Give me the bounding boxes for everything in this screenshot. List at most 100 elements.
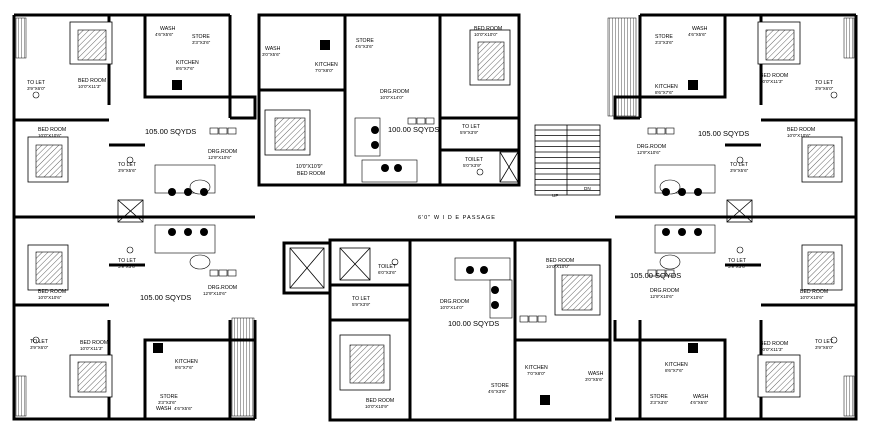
room-name: TO LET (27, 80, 46, 86)
room-dim: 4'6"X5'6" (688, 32, 707, 37)
room-dim: 10'0"X10'0" (546, 264, 570, 269)
room-dim: 10'0"X11'3" (80, 346, 103, 351)
room-dim: 8'6"X7'6" (176, 66, 195, 71)
room-name: DRG.ROOM (208, 285, 237, 291)
room-dim: 12'9"X10'6" (203, 291, 227, 296)
cupboard-block (416, 117, 426, 125)
room-dim: 3'9"X6'0" (30, 345, 49, 350)
room-name: BED ROOM (760, 341, 788, 347)
room-dim: 4'6"X5'6" (690, 400, 709, 405)
passage-label: 6'0" W I D E PASSAGE (418, 215, 496, 221)
room-name: BED ROOM (800, 289, 828, 295)
room-name: DRG.ROOM (637, 144, 666, 150)
room-name: WASH (693, 394, 709, 400)
room-dim: 10'0"X10'6" (787, 133, 811, 138)
room-labels: WASH 4'6"X5'6" STORE 3'3"X3'6" KITCHEN 8… (27, 26, 834, 412)
room-dim: 12'9"X10'6" (637, 150, 661, 155)
room-name: BED ROOM (80, 340, 108, 346)
room-dim: 3'9"X6'0" (815, 86, 834, 91)
room-name: STORE (356, 38, 374, 44)
cupboard-block (227, 127, 237, 135)
room-dim: 5'9"X3'9" (460, 130, 479, 135)
room-dim: 3'9"X5'6" (118, 264, 137, 269)
room-dim: 10'0"X14'0" (380, 95, 404, 100)
area-label-tl: 105.00 SQYDS (145, 127, 196, 136)
room-name: BED ROOM (546, 258, 574, 264)
room-dim: 10'0"X10'6" (800, 295, 824, 300)
room-name: BED ROOM (38, 289, 66, 295)
area-label-tr: 105.00 SQYDS (698, 129, 749, 138)
cupboard-block (425, 117, 435, 125)
room-name: TO LET (118, 162, 137, 168)
room-name: BED ROOM (474, 26, 502, 32)
room-dim: 7'0"X8'0" (527, 371, 546, 376)
room-dim: 12'9"X10'6" (650, 294, 674, 299)
room-dim: 10'0"X14'0" (440, 305, 464, 310)
room-name: DRG.ROOM (440, 299, 469, 305)
room-name: DRG.ROOM (650, 288, 679, 294)
cupboard-block (665, 269, 675, 277)
room-dim: 10'0"X10'0" (474, 32, 498, 37)
room-dim: 3'9"X5'6" (730, 168, 749, 173)
area-label-bl: 105.00 SQYDS (140, 293, 191, 302)
cupboard-block (407, 117, 417, 125)
room-name: KITCHEN (176, 60, 199, 66)
unit-area-labels: 105.00 SQYDS 105.00 SQYDS 100.00 SQYDS 1… (140, 125, 749, 328)
room-dim: 10'0"X10'9" (296, 164, 323, 170)
room-dim: 8'6"X7'6" (175, 365, 194, 370)
room-name: KITCHEN (655, 84, 678, 90)
room-name: TO LET (462, 124, 481, 130)
walls (12, 13, 858, 422)
room-dim: 8'6"X7'6" (665, 368, 684, 373)
room-dim: 8'6"X7'6" (655, 90, 674, 95)
room-name: WASH (588, 371, 604, 377)
room-name: BED ROOM (38, 127, 66, 133)
room-name: TO LET (730, 162, 749, 168)
room-name: STORE (655, 34, 673, 40)
room-dim: 3'3"X3'6" (655, 40, 674, 45)
lift-shafts (117, 151, 753, 289)
cupboard-block (656, 269, 666, 277)
room-name: KITCHEN (665, 362, 688, 368)
room-dim: 3'9"X6'0" (27, 86, 46, 91)
room-dim: 3'9"X5'6" (728, 264, 747, 269)
cupboard-block (209, 127, 219, 135)
room-dim: 7'0"X8'0" (315, 68, 334, 73)
room-name: WASH (160, 26, 176, 32)
room-name: BED ROOM (787, 127, 815, 133)
room-name: BED ROOM (760, 73, 788, 79)
room-name: TO LET (118, 258, 137, 264)
room-dim: 10'0"X10'6" (38, 133, 62, 138)
room-dim: 10'0"X10'9" (365, 404, 389, 409)
room-dim: 4'6"X5'6" (155, 32, 174, 37)
room-dim: 10'0"X11'3" (760, 79, 783, 84)
room-name: KITCHEN (315, 62, 338, 68)
room-name: WASH (692, 26, 708, 32)
room-name: BED ROOM (297, 171, 325, 177)
balconies (15, 17, 855, 417)
room-dim: 3'3"X3'6" (192, 40, 211, 45)
cupboard-block (528, 315, 538, 323)
room-name: TO LET (728, 258, 747, 264)
room-name: DRG.ROOM (208, 149, 237, 155)
room-name: TO LET (30, 339, 49, 345)
cupboard-block (537, 315, 547, 323)
cupboard-block (209, 269, 219, 277)
room-name: STORE (491, 383, 509, 389)
room-name: STORE (650, 394, 668, 400)
stair-dn-label: DN (584, 186, 591, 191)
room-name: BED ROOM (78, 78, 106, 84)
room-dim: 3'0"X5'6" (262, 52, 281, 57)
room-dim: 5'0"X3'9" (463, 163, 482, 168)
room-name: TO LET (815, 80, 834, 86)
cupboard-block (218, 127, 228, 135)
furniture (32, 40, 838, 405)
room-name: TOILET (465, 157, 484, 163)
beds (27, 21, 843, 398)
room-dim: 4'6"X3'6" (355, 44, 374, 49)
room-name: WASH (156, 406, 172, 412)
room-name: KITCHEN (525, 365, 548, 371)
cupboard-block (665, 127, 675, 135)
stair-up-label: UP (552, 193, 558, 198)
